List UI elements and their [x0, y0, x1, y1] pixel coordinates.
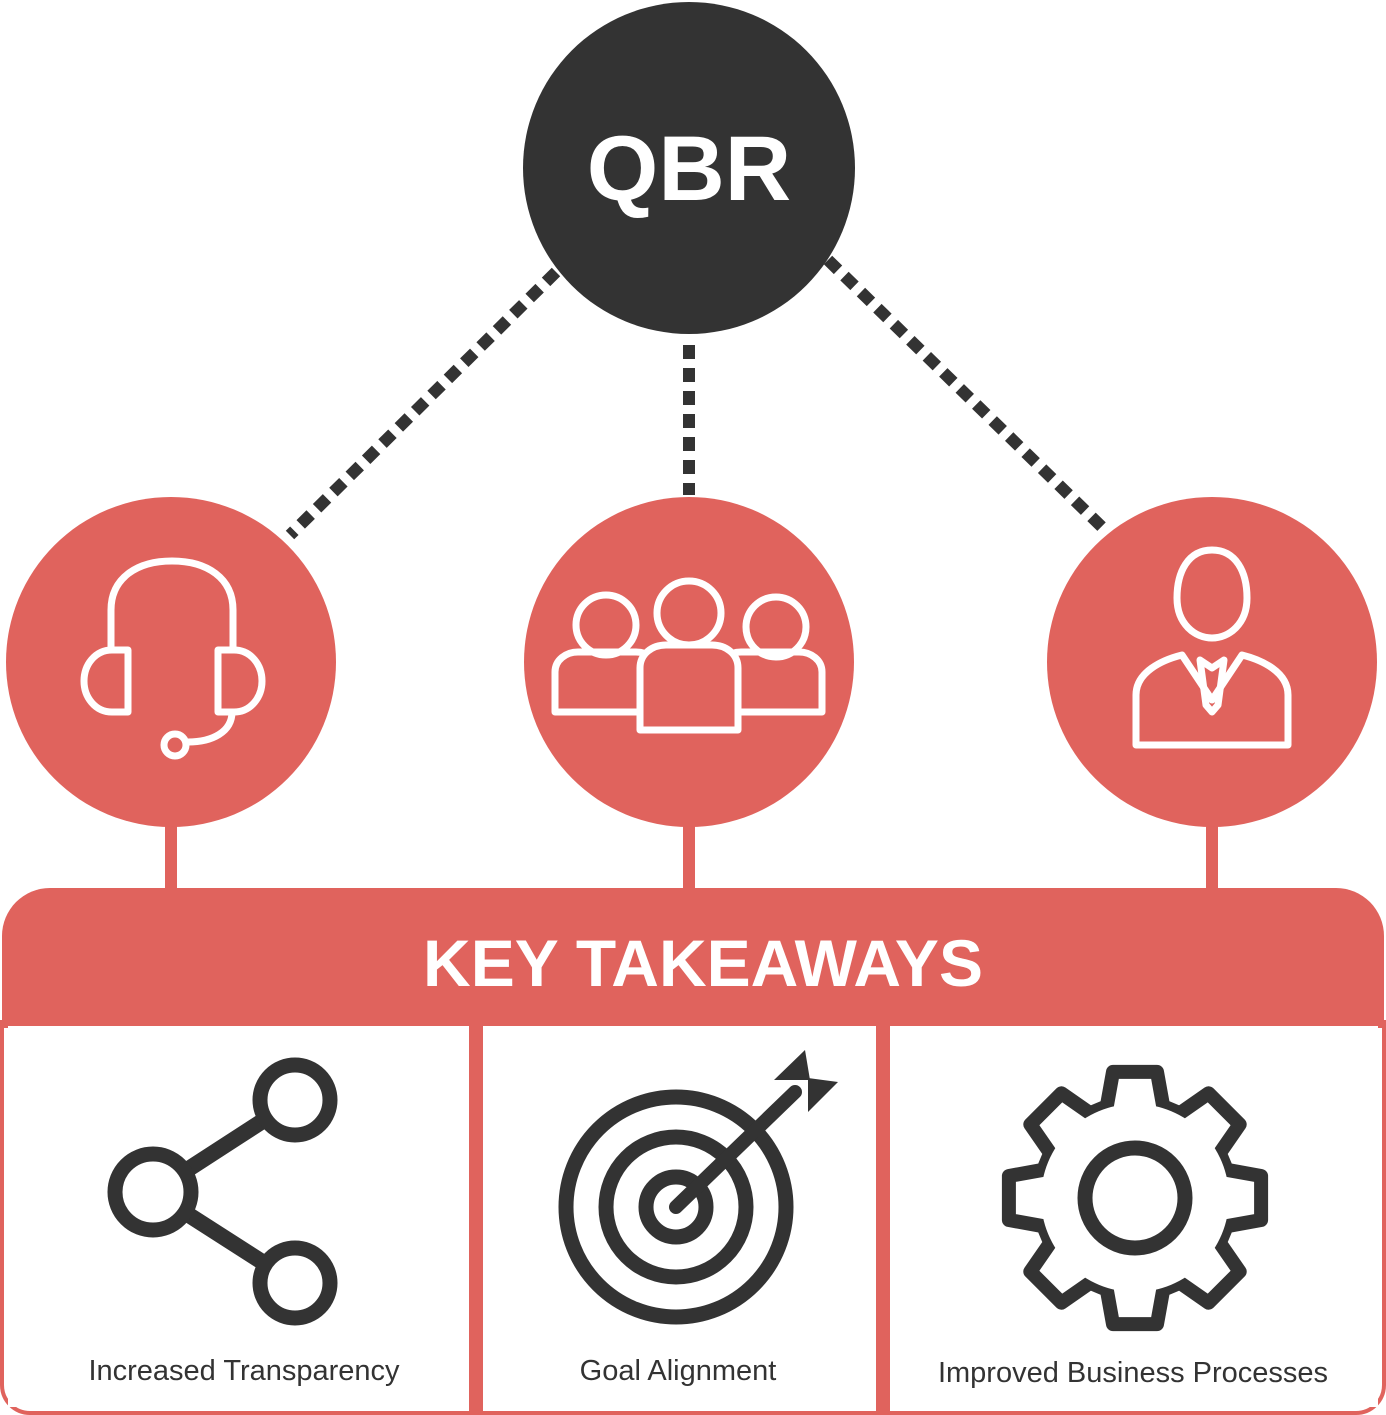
panel-header: KEY TAKEAWAYS: [423, 926, 983, 1000]
stems: [165, 815, 1218, 895]
takeaway-cell-processes: Improved Business Processes: [938, 1064, 1328, 1389]
stakeholder-center: [524, 497, 854, 827]
share-icon: [107, 1057, 338, 1326]
takeaways-panel: KEY TAKEAWAYS: [0, 888, 1386, 1415]
team-icon: [551, 577, 826, 734]
qbr-node: QBR: [523, 2, 855, 334]
panel-border: [0, 1020, 1386, 1415]
stakeholder-right: [1047, 497, 1377, 827]
divider-1: [469, 1026, 483, 1415]
gear-icon: [1001, 1064, 1269, 1332]
gear-outline: [1001, 1064, 1269, 1332]
divider-2: [876, 1026, 890, 1415]
businessman-icon: [1132, 546, 1292, 749]
connector-right: [823, 255, 1110, 535]
takeaway-cell-goal-alignment: Goal Alignment: [558, 1050, 838, 1387]
qbr-label: QBR: [587, 118, 791, 220]
target-icon: [558, 1050, 838, 1325]
takeaway-cell-transparency: Increased Transparency: [88, 1057, 400, 1387]
connector-left: [285, 267, 561, 540]
headset-icon: [80, 557, 266, 760]
panel-header-band: [2, 888, 1384, 1028]
takeaway-label-transparency: Increased Transparency: [88, 1355, 400, 1387]
takeaway-label-processes: Improved Business Processes: [938, 1357, 1328, 1389]
dotted-connectors: [285, 255, 1110, 540]
stakeholder-left: [6, 497, 336, 827]
takeaway-label-goal-alignment: Goal Alignment: [580, 1355, 777, 1387]
